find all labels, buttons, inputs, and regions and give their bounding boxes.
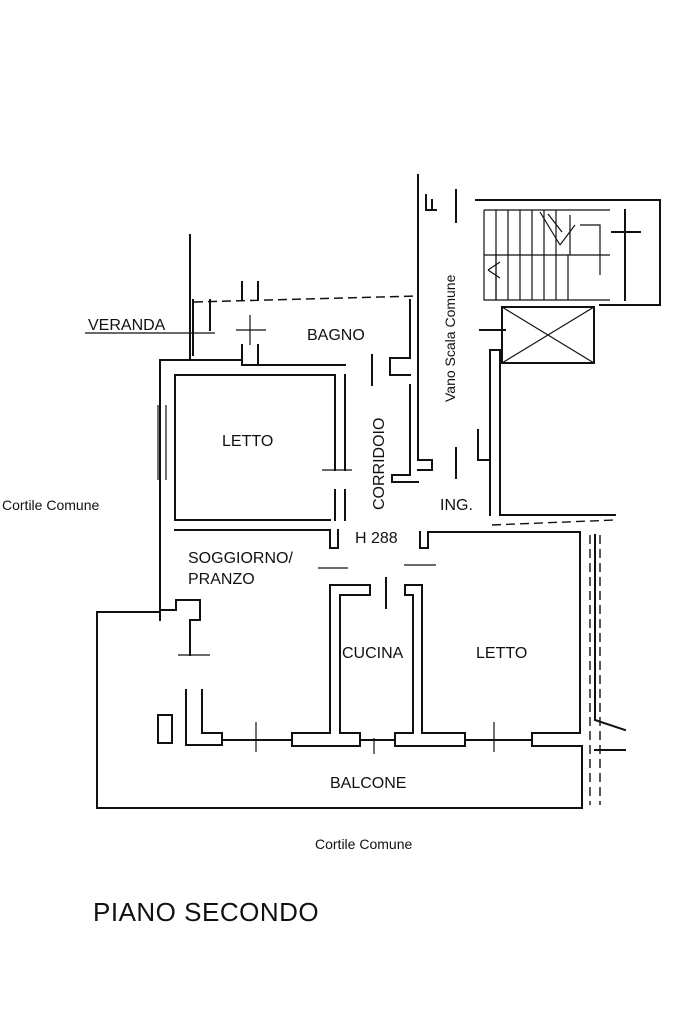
cucina-label: CUCINA bbox=[342, 645, 404, 662]
letto-2-label: LETTO bbox=[476, 645, 527, 662]
elevator-shaft bbox=[501, 306, 595, 364]
soggiorno-label-line1: SOGGIORNO/ bbox=[188, 550, 293, 567]
corridoio-label: CORRIDOIO bbox=[371, 418, 388, 510]
walls bbox=[96, 189, 627, 809]
balcone-label: BALCONE bbox=[330, 775, 406, 792]
bagno-label: BAGNO bbox=[307, 327, 365, 344]
courtyard-south-label: Cortile Comune bbox=[315, 836, 412, 852]
floor-title: PIANO SECONDO bbox=[93, 897, 319, 927]
vano-scala-label: Vano Scala Comune bbox=[442, 274, 458, 402]
ceiling-height-label: H 288 bbox=[355, 530, 398, 547]
courtyard-west-label: Cortile Comune bbox=[2, 497, 99, 513]
soggiorno-label-line2: PRANZO bbox=[188, 571, 255, 588]
stairwell bbox=[417, 174, 661, 306]
veranda-label: VERANDA bbox=[88, 317, 166, 334]
ingresso-label: ING. bbox=[440, 497, 473, 514]
letto-1-label: LETTO bbox=[222, 433, 273, 450]
